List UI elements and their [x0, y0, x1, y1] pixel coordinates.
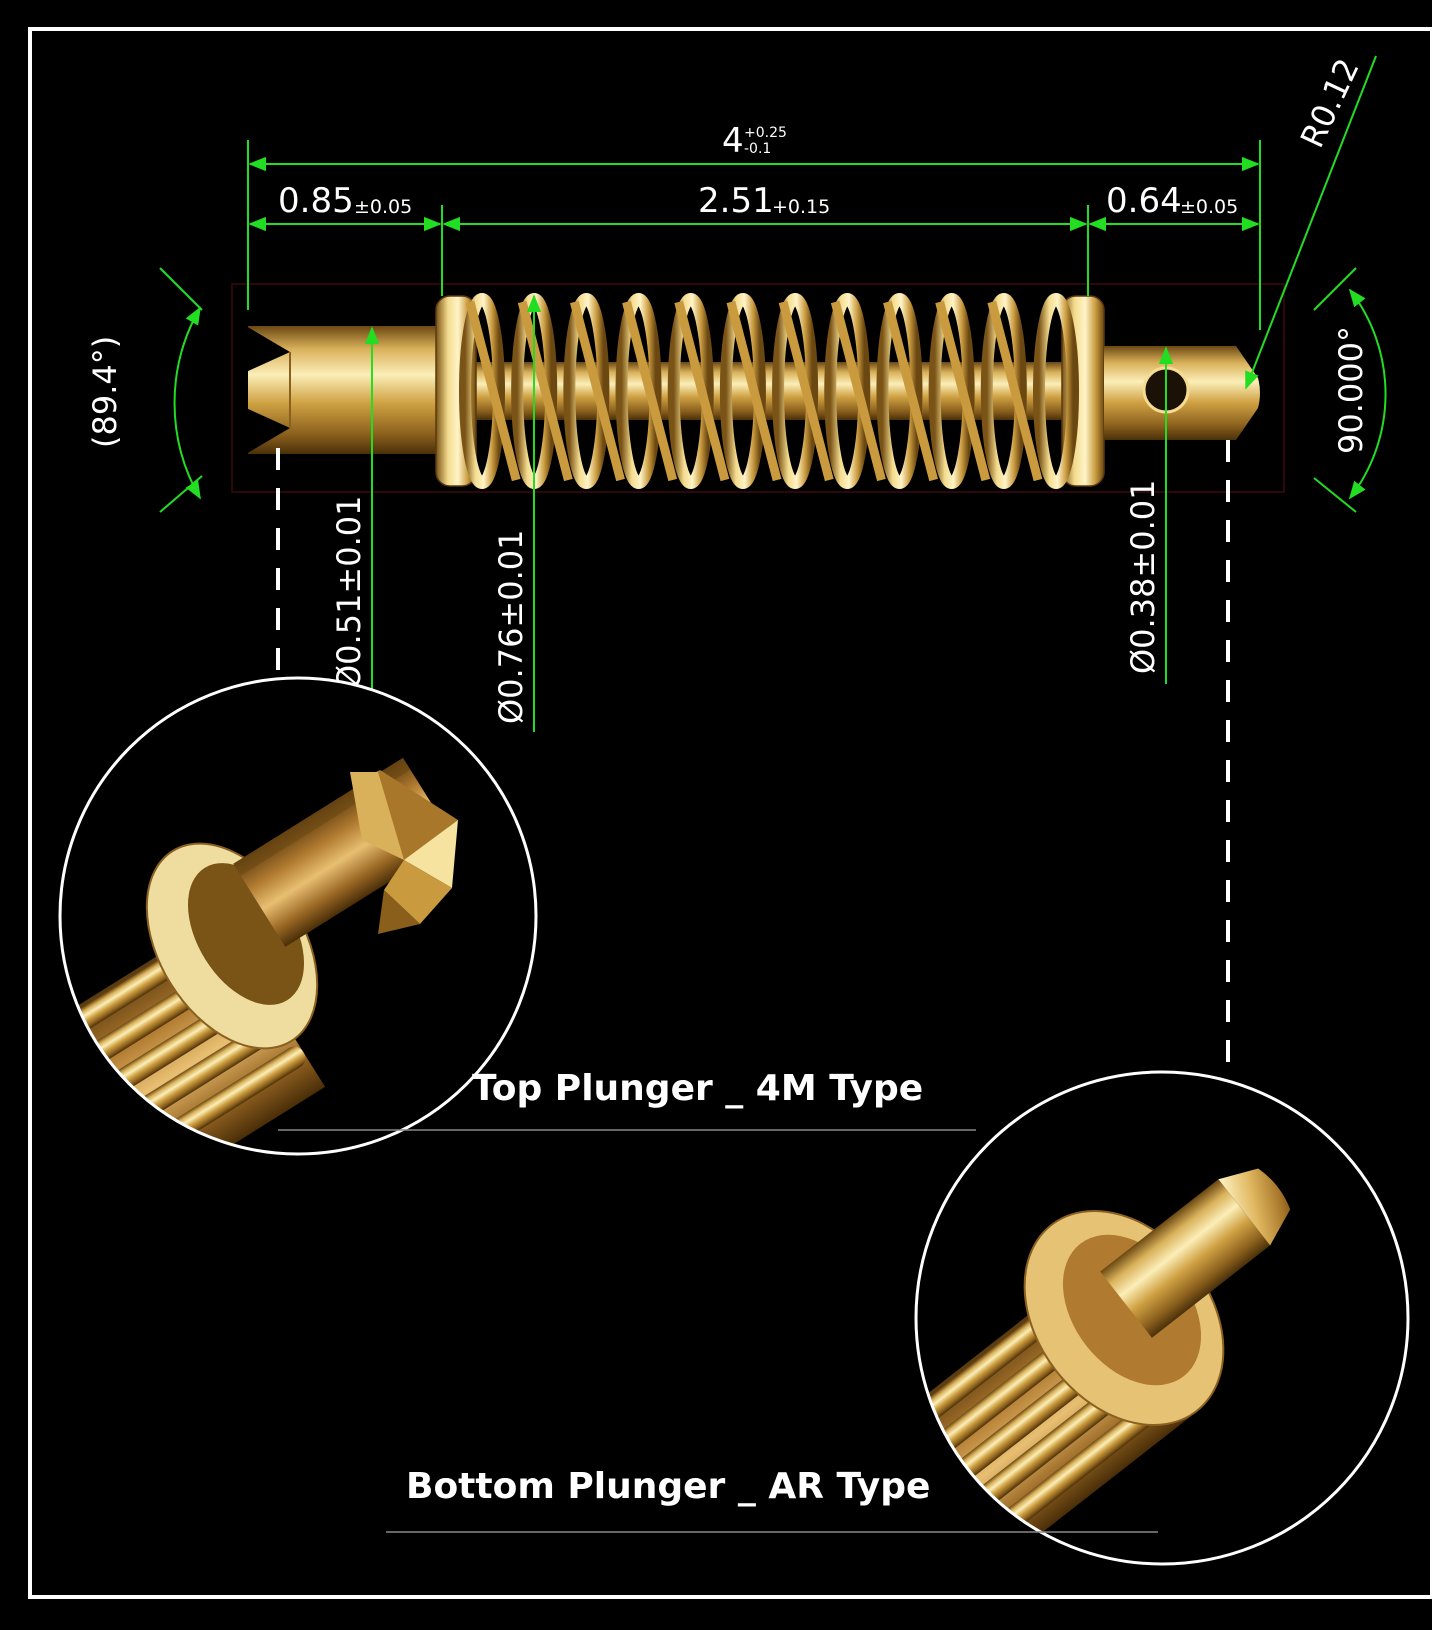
dim-overall-label: 4 +0.25 -0.1 [722, 121, 787, 161]
spring [459, 293, 1079, 489]
top-crown-notch-upper [246, 326, 290, 372]
spring-coil [719, 293, 766, 489]
spring-coil-diagonal [987, 300, 1043, 482]
top-plunger-caption: Top Plunger _ 4M Type [472, 1068, 923, 1109]
dim-top-angle-ext-lower [159, 475, 203, 513]
dim-body-length-value: 2.51 [698, 181, 774, 221]
dim-bottom-angle-ext-lower [1313, 477, 1357, 513]
spring-pin-assembly [231, 283, 1285, 493]
top-plunger-detail [58, 676, 538, 1156]
dim-body-length-label: 2.51 +0.15 [698, 181, 830, 221]
bottom-plunger-detail [914, 1070, 1410, 1566]
dim-bottom-length-label: 0.64 ±0.05 [1106, 181, 1238, 221]
spring-coil-diagonal [726, 300, 782, 482]
dim-bottom-length-tol: ±0.05 [1180, 196, 1238, 218]
top-crown-notch-lower [246, 408, 290, 454]
spring-coil [563, 293, 610, 489]
dim-top-plunger-diameter: Ø0.51±0.01 [330, 496, 368, 691]
top-detail-circle [58, 676, 538, 1156]
spring-coil-diagonal [570, 300, 625, 482]
spring-coil [615, 293, 662, 489]
dim-bottom-plunger-diameter: Ø0.38±0.01 [1124, 480, 1162, 675]
spring-coil-diagonal [830, 300, 886, 482]
dim-tip-radius: R0.12 [1293, 53, 1367, 154]
spring-coil-diagonal [622, 300, 678, 482]
spring-coil [459, 293, 505, 489]
bottom-detail-circle [914, 1070, 1410, 1566]
dim-top-angle-ext-upper [159, 267, 203, 311]
bottom-plunger-tip [1236, 346, 1260, 440]
bottom-plunger-caption: Bottom Plunger _ AR Type [406, 1466, 930, 1507]
spring-coil-diagonal [674, 300, 730, 482]
dim-body-length-tol: +0.15 [772, 196, 830, 218]
dim-overall-tol-lower: -0.1 [744, 141, 771, 157]
dim-barrel-diameter: Ø0.76±0.01 [492, 530, 530, 725]
section-bounding-box [231, 283, 1285, 493]
spring-coil [1033, 293, 1079, 489]
drawing-frame [28, 27, 1432, 1599]
spring-coil-diagonal [465, 300, 521, 482]
spring-coil [980, 293, 1027, 489]
dimension-lines [159, 55, 1387, 732]
spring-coil [772, 293, 819, 489]
dim-top-length-value: 0.85 [278, 181, 354, 221]
dim-overall-tol-upper: +0.25 [744, 125, 787, 141]
dim-bottom-length-value: 0.64 [1106, 181, 1182, 221]
dim-top-length-label: 0.85 ±0.05 [278, 181, 412, 221]
dim-overall-value: 4 [722, 121, 744, 161]
dim-bottom-angle-ext-upper [1313, 267, 1357, 311]
dim-radius-leader [1245, 55, 1377, 390]
spring-coil [824, 293, 871, 489]
spring-coil-diagonal [778, 300, 834, 482]
spring-coil [928, 293, 975, 489]
dim-top-angle-arc [173, 306, 201, 500]
spring-coil [667, 293, 714, 489]
dim-top-length-tol: ±0.05 [354, 196, 412, 218]
dim-top-tip-angle: (89.4°) [86, 336, 124, 448]
spring-coil-diagonal [883, 300, 938, 482]
spring-coil-diagonal [935, 300, 991, 482]
dim-bottom-angle-arc [1348, 288, 1387, 500]
spring-coil [876, 293, 923, 489]
dim-bottom-tip-angle: 90.000° [1332, 326, 1370, 454]
spring-coil-diagonal [517, 300, 573, 482]
